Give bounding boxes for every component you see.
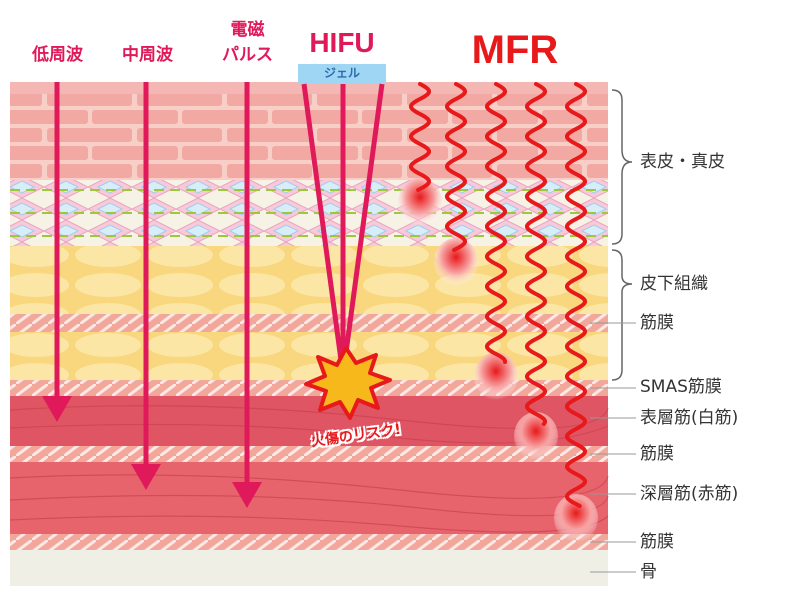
- low-frequency-label: 低周波: [32, 45, 83, 65]
- label-subcutaneous: 皮下組織: [640, 274, 708, 294]
- label-fascia-1: 筋膜: [640, 313, 674, 333]
- low-frequency-arrow: [42, 82, 72, 422]
- bone-layer: [10, 550, 608, 586]
- label-smas: SMAS筋膜: [640, 377, 722, 397]
- label-deep-muscle: 深層筋(赤筋): [640, 484, 739, 504]
- hifu-label: HIFU: [309, 27, 375, 58]
- mfr-label: MFR: [471, 28, 559, 72]
- label-fascia-2: 筋膜: [640, 444, 674, 464]
- superficial-muscle-layer: [10, 396, 608, 446]
- fascia-band-3: [10, 534, 608, 550]
- fascia-band-1: [10, 314, 608, 332]
- mfr-heat-spots: [398, 178, 598, 542]
- burn-burst-icon: [304, 346, 392, 420]
- gel-label: ジェル: [298, 64, 386, 83]
- subcutaneous-fat-layer-upper: [10, 246, 608, 314]
- label-bone: 骨: [640, 562, 657, 582]
- fascia-band-2: [10, 446, 608, 462]
- electromagnetic-label-line1: 電磁: [230, 20, 265, 40]
- electromagnetic-label-line2: パルス: [222, 45, 273, 65]
- mfr-wave-line: [525, 82, 547, 426]
- label-fascia-3: 筋膜: [640, 532, 674, 552]
- skin-top-band: [10, 82, 608, 94]
- mfr-wave-line: [409, 82, 431, 192]
- smas-band: [10, 380, 608, 396]
- mid-frequency-label: 中周波: [122, 45, 173, 65]
- mfr-waves: [409, 82, 587, 508]
- electromagnetic-pulse-arrow: [232, 82, 262, 508]
- mid-frequency-arrow: [131, 82, 161, 490]
- mfr-wave-line: [485, 82, 507, 364]
- label-superficial-muscle: 表層筋(白筋): [640, 408, 739, 428]
- hifu-beams: [301, 83, 385, 376]
- subcutaneous-fat-layer-lower: [10, 332, 608, 380]
- mfr-wave-line: [565, 82, 587, 508]
- mfr-wave-line: [445, 82, 467, 252]
- label-epidermis-dermis: 表皮・真皮: [640, 152, 725, 172]
